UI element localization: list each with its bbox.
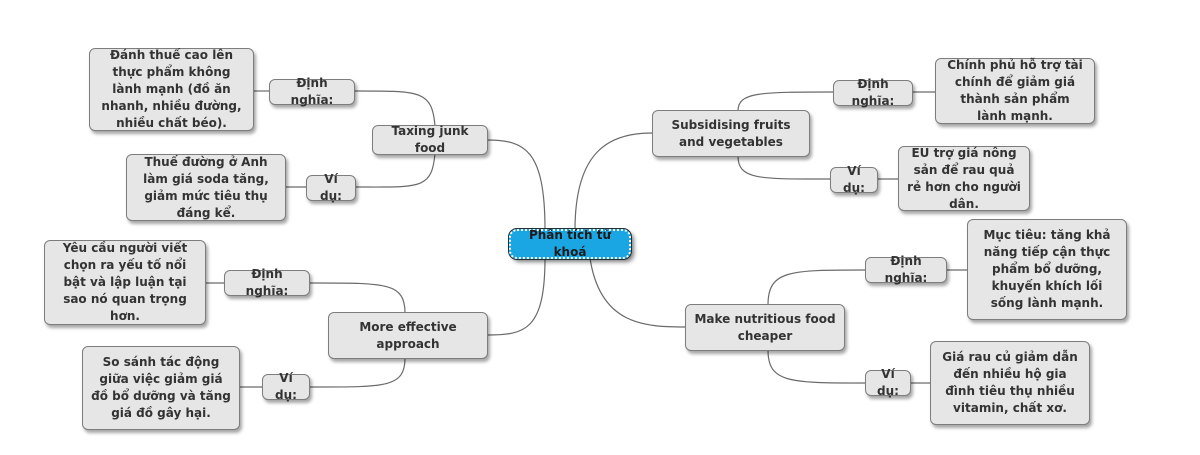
link-central-effective	[487, 257, 546, 336]
example-cheaper[interactable]: Giá rau củ giảm dẫn đến nhiều hộ gia đìn…	[930, 341, 1090, 425]
example-effective[interactable]: So sánh tác động giữa việc giảm giá đồ b…	[82, 346, 240, 430]
definition-taxing[interactable]: Đánh thuế cao lên thực phẩm không lành m…	[89, 48, 254, 131]
label-definition-effective[interactable]: Định nghĩa:	[224, 267, 310, 298]
example-taxing[interactable]: Thuế đường ở Anh làm giá soda tăng, giảm…	[126, 154, 286, 221]
topic-more-effective-approach[interactable]: More effective approach	[328, 312, 488, 359]
topic-title: Make nutritious food cheaper	[694, 311, 836, 343]
topic-make-nutritious-food-cheaper[interactable]: Make nutritious food cheaper	[685, 304, 845, 351]
link-central-taxing	[486, 139, 546, 231]
link-central-subsidising	[574, 132, 653, 231]
central-topic-text: Phân tích từ khoá	[528, 228, 612, 259]
label-example-taxing[interactable]: Ví dụ:	[306, 172, 356, 203]
topic-title: Taxing junk food	[391, 124, 469, 155]
label-example-effective[interactable]: Ví dụ:	[262, 371, 310, 402]
label-definition-subsidising[interactable]: Định nghĩa:	[833, 77, 913, 108]
example-subsidising[interactable]: EU trợ giá nông sản để rau quả rẻ hơn ch…	[898, 146, 1030, 211]
central-topic[interactable]: Phân tích từ khoá	[508, 228, 632, 260]
topic-taxing-junk-food[interactable]: Taxing junk food	[372, 124, 488, 155]
label-example-cheaper[interactable]: Ví dụ:	[865, 367, 911, 398]
definition-subsidising[interactable]: Chính phủ hỗ trợ tài chính để giảm giá t…	[935, 58, 1095, 124]
label-definition-cheaper[interactable]: Định nghĩa:	[865, 254, 947, 285]
definition-effective[interactable]: Yêu cầu người viết chọn ra yếu tố nổi bậ…	[44, 240, 206, 325]
topic-subsidising-fruits-vegetables[interactable]: Subsidising fruits and vegetables	[652, 110, 810, 157]
label-definition-taxing[interactable]: Định nghĩa:	[269, 76, 355, 107]
link-central-cheaper	[589, 257, 686, 328]
topic-title: More effective approach	[359, 319, 457, 351]
definition-cheaper[interactable]: Mục tiêu: tăng khả năng tiếp cận thực ph…	[967, 219, 1127, 320]
label-example-subsidising[interactable]: Ví dụ:	[830, 164, 878, 195]
topic-title: Subsidising fruits and vegetables	[671, 117, 791, 149]
